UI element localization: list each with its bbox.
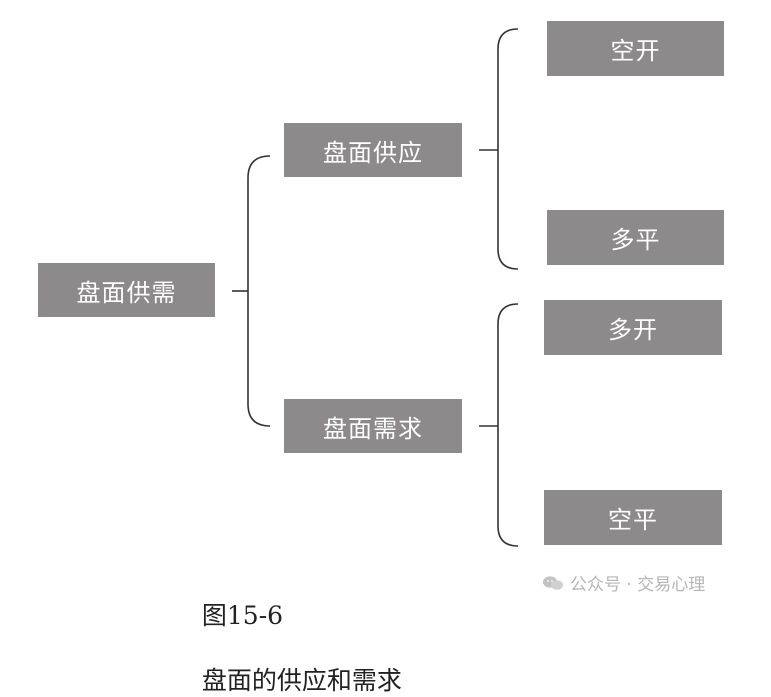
leaf-node-short-close: 空平 <box>544 490 722 545</box>
demand-node-label: 盘面需求 <box>323 414 423 443</box>
supply-node: 盘面供应 <box>284 123 462 177</box>
watermark-text: 公众号 · 交易心理 <box>570 575 706 595</box>
leaf-node-label: 空平 <box>608 506 658 534</box>
root-node-label: 盘面供需 <box>76 278 177 307</box>
leaf-node-label: 多开 <box>608 316 658 344</box>
leaf-node-long-close: 多平 <box>547 210 724 265</box>
wechat-logo-icon <box>542 575 564 591</box>
figure-title: 盘面的供应和需求 <box>201 666 402 695</box>
demand-node: 盘面需求 <box>284 399 462 453</box>
demand-bracket <box>497 303 519 547</box>
leaf-node-label: 空开 <box>610 37 661 65</box>
figure-number: 图15-6 <box>201 601 284 630</box>
supply-bracket <box>497 28 519 270</box>
supply-node-label: 盘面供应 <box>323 138 423 167</box>
root-bracket <box>247 155 271 427</box>
leaf-node-label: 多平 <box>610 226 661 254</box>
leaf-node-long-open: 多开 <box>544 300 722 355</box>
root-node: 盘面供需 <box>38 263 215 317</box>
watermark: 公众号 · 交易心理 <box>542 570 705 595</box>
figure-caption: 图15-6 盘面的供应和需求 <box>186 567 402 697</box>
leaf-node-short-open: 空开 <box>547 21 724 76</box>
